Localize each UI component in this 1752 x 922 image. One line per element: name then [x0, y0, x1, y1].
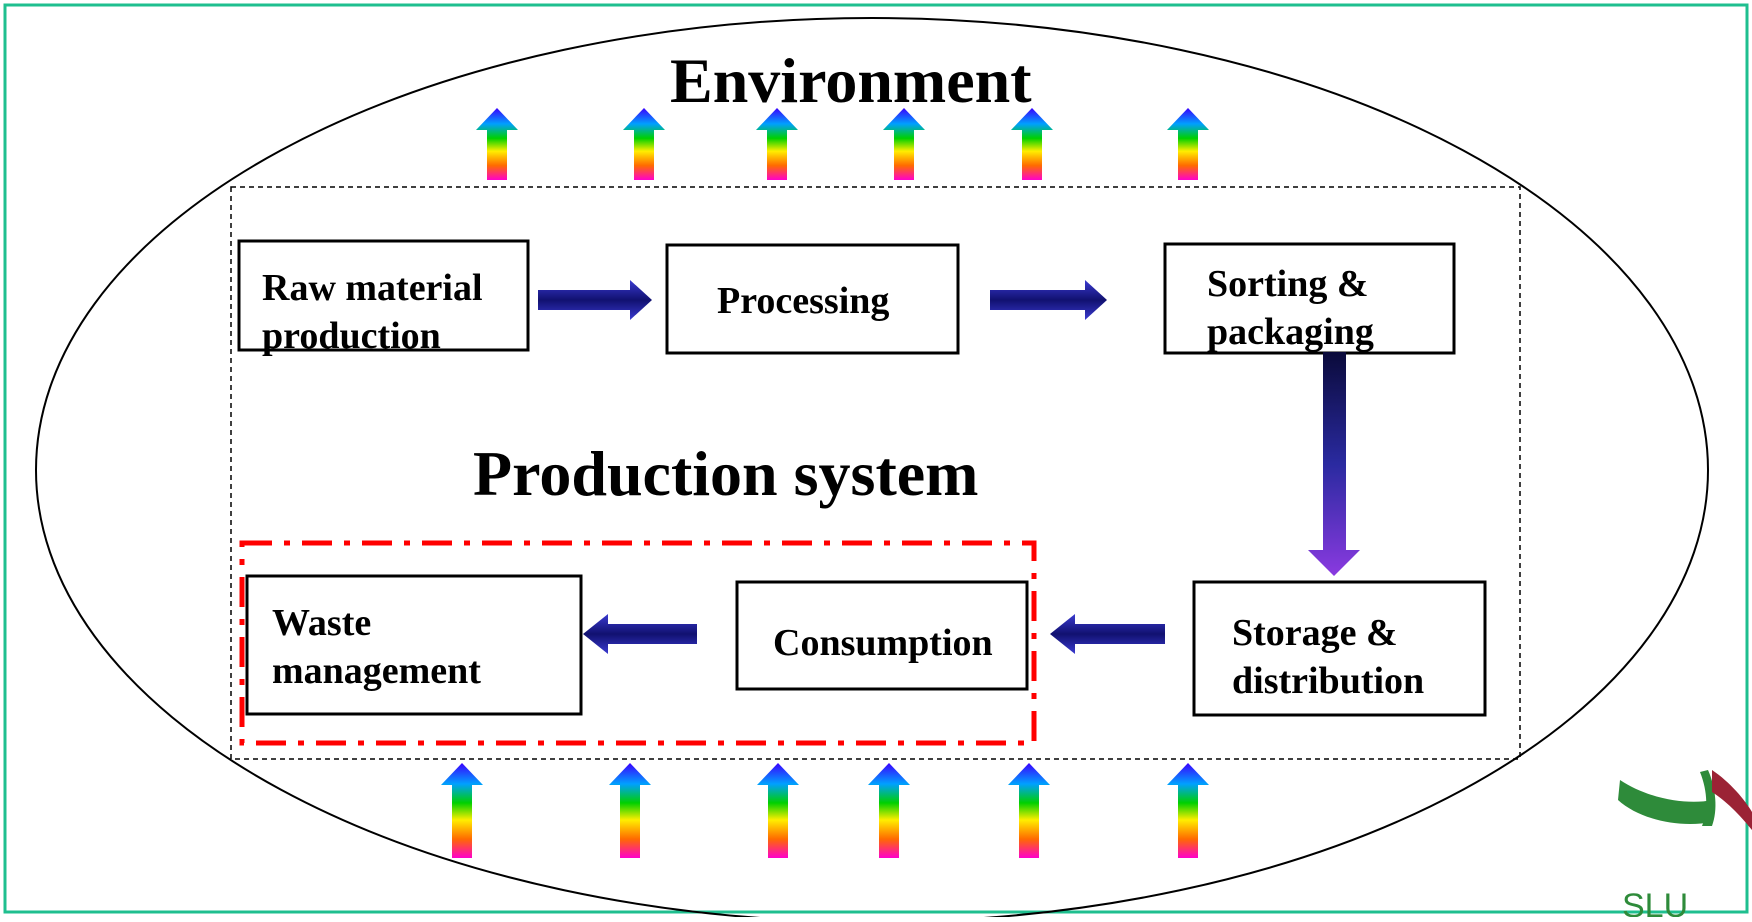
environment-title: Environment [670, 45, 1032, 116]
rainbow-up-arrow [476, 108, 518, 180]
storage-box [1192, 580, 1487, 717]
processing-line-1: Processing [717, 280, 890, 322]
slide-frame [3, 3, 1749, 914]
raw-material-box [237, 239, 530, 352]
consumption-box [735, 580, 1029, 691]
flow-arrow-left [1050, 614, 1165, 654]
consumption-boundary [239, 540, 1037, 746]
rainbow-up-arrow [609, 763, 651, 858]
rainbow-up-arrow [1167, 763, 1209, 858]
raw-material-label: Raw material production [262, 265, 483, 360]
flow-arrow-right [990, 280, 1107, 320]
rainbow-up-arrow [757, 763, 799, 858]
sorting-box [1163, 242, 1456, 355]
raw-material-line-2: production [262, 314, 441, 357]
flow-arrow-down [1308, 352, 1360, 576]
environment-ellipse [35, 17, 1709, 922]
storage-line-2: distribution [1232, 659, 1425, 702]
rainbow-up-arrow [1011, 108, 1053, 180]
waste-box [245, 574, 583, 716]
waste-line-1: Waste [272, 602, 372, 644]
rainbow-up-arrow [1167, 108, 1209, 180]
waste-line-2: management [272, 649, 481, 692]
input-arrows-bottom [441, 763, 1209, 858]
consumption-label: Consumption [773, 620, 993, 668]
rainbow-up-arrow [623, 108, 665, 180]
storage-label: Storage & distribution [1232, 610, 1424, 705]
rainbow-up-arrow [883, 108, 925, 180]
rainbow-up-arrow [868, 763, 910, 858]
processing-box [665, 243, 960, 355]
emission-arrows-top [476, 108, 1209, 180]
sorting-line-2: packaging [1207, 310, 1374, 353]
sorting-label: Sorting & packaging [1207, 261, 1374, 356]
waste-label: Waste management [272, 600, 481, 695]
processing-label: Processing [717, 278, 889, 326]
storage-line-1: Storage & [1232, 612, 1398, 654]
flow-arrow-right [538, 280, 652, 320]
production-system-boundary [230, 186, 1521, 760]
plant-logo [1618, 770, 1752, 830]
logo-text: SLU [1622, 887, 1688, 917]
sorting-line-1: Sorting & [1207, 263, 1369, 305]
rainbow-up-arrow [1008, 763, 1050, 858]
raw-material-line-1: Raw material [262, 267, 483, 309]
flow-arrow-left [583, 614, 697, 654]
rainbow-up-arrow [441, 763, 483, 858]
consumption-line-1: Consumption [773, 622, 993, 664]
production-system-title: Production system [473, 438, 979, 509]
rainbow-up-arrow [756, 108, 798, 180]
